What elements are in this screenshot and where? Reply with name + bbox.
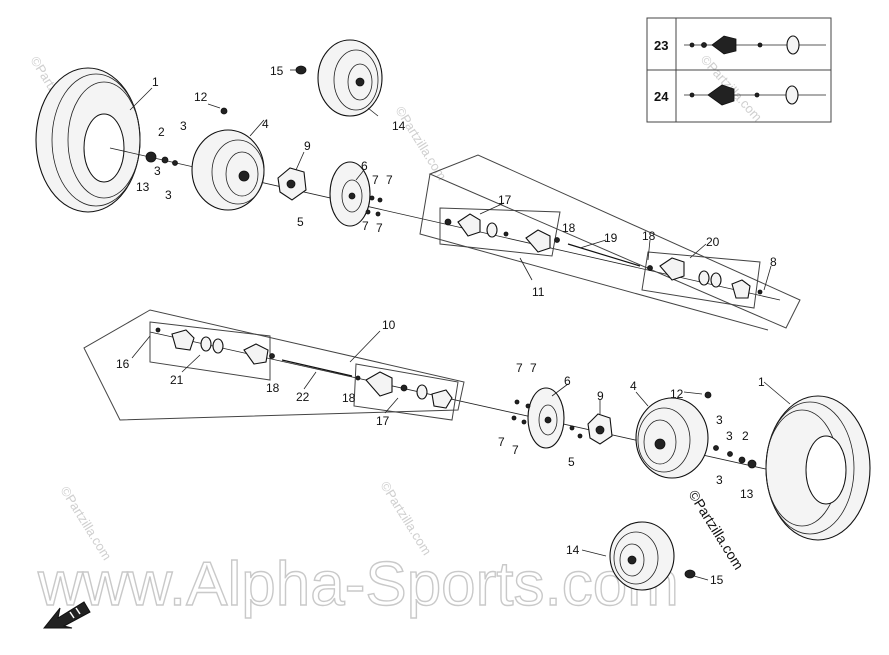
callout-2-top: 2 <box>158 125 165 139</box>
bolt <box>172 160 178 166</box>
callout-5-top: 5 <box>297 215 304 229</box>
brake-disc-bottom <box>527 387 565 449</box>
callout-18-bottom: 18 <box>266 381 280 395</box>
callout-7-bottom: 7 <box>498 435 505 449</box>
callout-15-top: 15 <box>270 64 284 78</box>
callout-13-top: 13 <box>136 180 150 194</box>
legend-number-24: 24 <box>654 89 669 104</box>
callout-18-bottom: 18 <box>342 391 356 405</box>
cv-inner-box-top <box>641 251 761 309</box>
callout-7-bottom: 7 <box>516 361 523 375</box>
disc-bolts-top <box>365 195 383 217</box>
cv-joint-inner-icon <box>684 84 826 106</box>
wheel-rim-top <box>191 129 265 211</box>
partzilla-watermark: ©Partzilla.com <box>392 104 449 183</box>
callout-22-bottom: 22 <box>296 390 310 404</box>
nut-15-top <box>295 65 307 75</box>
callout-16-bottom: 16 <box>116 357 130 371</box>
callout-7-bottom: 7 <box>530 361 537 375</box>
brake-disc-top <box>329 161 371 227</box>
legend-box: 23 24 <box>646 17 832 123</box>
callout-12-top: 12 <box>194 90 208 104</box>
shaft-19-top <box>567 243 641 267</box>
circlip-top <box>554 237 560 243</box>
callouts-top: 1 2 3 3 3 4 5 6 7 7 7 7 8 9 11 12 13 14 … <box>136 64 777 299</box>
front-direction-arrow-icon <box>42 601 91 629</box>
callout-3-bottom: 3 <box>716 473 723 487</box>
cv-inner-joint-bottom <box>155 327 275 365</box>
callout-7-top: 7 <box>386 173 393 187</box>
callout-4-bottom: 4 <box>630 379 637 393</box>
lug-nut <box>145 151 157 163</box>
callout-10-bottom: 10 <box>382 318 396 332</box>
callout-3-top: 3 <box>165 188 172 202</box>
cv-outer-joint-bottom <box>355 371 453 409</box>
callout-1-bottom: 1 <box>758 375 765 389</box>
callout-14-top: 14 <box>392 119 406 133</box>
tire-bottom <box>765 395 871 541</box>
callout-3-bottom: 3 <box>716 413 723 427</box>
driveshaft-group-box-bottom <box>83 309 465 421</box>
wheel-rim-14-top <box>317 39 383 117</box>
callout-15-bottom: 15 <box>710 573 724 587</box>
cv-outer-box-top <box>439 207 561 257</box>
callout-1-top: 1 <box>152 75 159 89</box>
callout-2-bottom: 2 <box>742 429 749 443</box>
callout-19-top: 19 <box>604 231 618 245</box>
callout-3-bottom: 3 <box>726 429 733 443</box>
callout-9-top: 9 <box>304 139 311 153</box>
callout-9-bottom: 9 <box>597 389 604 403</box>
callout-8-top: 8 <box>770 255 777 269</box>
valve-stem <box>704 391 712 399</box>
callout-6-bottom: 6 <box>564 374 571 388</box>
callout-3-top: 3 <box>180 119 187 133</box>
callout-7-top: 7 <box>376 221 383 235</box>
callouts-bottom: 10 16 21 18 18 22 17 7 7 7 7 6 9 5 4 12 … <box>116 318 765 587</box>
callout-11-top: 11 <box>532 285 545 299</box>
callout-17-bottom: 17 <box>376 414 390 428</box>
cv-outer-box-bottom <box>353 363 459 421</box>
callout-7-top: 7 <box>362 219 369 233</box>
cv-joint-outer-icon <box>684 35 826 55</box>
callout-6-top: 6 <box>361 159 368 173</box>
shaft-22-bottom <box>281 359 353 377</box>
driveshaft-group-box-top <box>419 154 801 331</box>
copyright-label: ©Partzilla.com <box>685 487 747 572</box>
disc-bolts-bottom <box>511 399 531 425</box>
wheel-rim-bottom <box>635 397 709 479</box>
callout-7-bottom: 7 <box>512 443 519 457</box>
callout-3-top: 3 <box>154 164 161 178</box>
callout-13-bottom: 13 <box>740 487 754 501</box>
callout-20-top: 20 <box>706 235 720 249</box>
callout-17-top: 17 <box>498 193 512 207</box>
lug-parts-bottom <box>713 445 757 469</box>
cv-inner-box-bottom <box>149 321 271 381</box>
wheel-rim-14-bottom <box>609 521 675 591</box>
washer <box>161 156 169 164</box>
callout-14-bottom: 14 <box>566 543 580 557</box>
callout-18-top: 18 <box>642 229 656 243</box>
valve-stem <box>220 107 228 115</box>
tire-top <box>35 67 141 213</box>
leader-lines <box>129 69 791 581</box>
cv-inner-joint-top <box>647 257 763 299</box>
legend-number-23: 23 <box>654 38 668 53</box>
callout-21-bottom: 21 <box>170 373 184 387</box>
callout-12-bottom: 12 <box>670 387 684 401</box>
callout-7-top: 7 <box>372 173 379 187</box>
callout-4-top: 4 <box>262 117 269 131</box>
nut-15-bottom <box>684 569 696 579</box>
callout-5-bottom: 5 <box>568 455 575 469</box>
hub-bolts-bottom <box>569 425 583 439</box>
callout-18-top: 18 <box>562 221 576 235</box>
cv-outer-joint-top <box>444 213 551 253</box>
partzilla-watermark: ©Partzilla.com <box>377 479 434 558</box>
site-watermark: www.Alpha-Sports.com <box>37 550 679 619</box>
